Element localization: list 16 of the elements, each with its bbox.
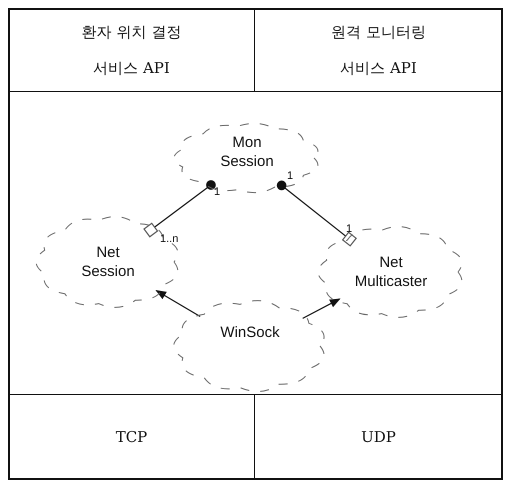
class-name: Net Session <box>80 243 136 281</box>
connector <box>143 180 216 238</box>
cell-label: UDP <box>360 427 397 448</box>
connector <box>155 290 200 318</box>
multiplicity-label: 1 <box>287 170 294 182</box>
multiplicity-label: 1 <box>346 223 352 235</box>
cell-label: 원격 모니터링 서비스 API <box>330 22 427 79</box>
connector <box>276 180 357 246</box>
class-name: WinSock <box>219 322 281 342</box>
cell-label: 환자 위치 결정 서비스 API <box>80 22 182 79</box>
class-name: Mon Session <box>219 133 275 171</box>
connector <box>302 298 341 319</box>
multiplicity-label: 1..n <box>160 233 178 245</box>
cell-label: TCP <box>114 427 148 448</box>
class-name: Net Multicaster <box>354 253 428 291</box>
multiplicity-label: 1 <box>214 186 220 198</box>
